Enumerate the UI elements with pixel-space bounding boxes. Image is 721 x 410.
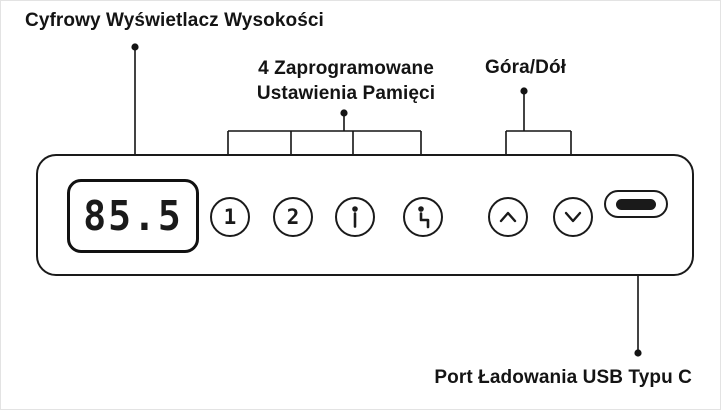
callout-dot-usb <box>634 349 642 357</box>
chevron-up-icon <box>499 211 517 223</box>
callout-dot-updown <box>520 87 528 95</box>
label-up-down: Góra/Dół <box>485 57 567 78</box>
lower-desk-button[interactable] <box>553 197 593 237</box>
height-display-value: 85.5 <box>83 192 183 240</box>
callout-dot-display <box>131 43 139 51</box>
usb-c-port-pin <box>616 198 656 210</box>
height-display: 85.5 <box>67 179 199 253</box>
preset-1-label: 1 <box>223 204 237 229</box>
callout-dot-memory <box>340 109 348 117</box>
memory-preset-1-button[interactable]: 1 <box>210 197 250 237</box>
label-memory-presets-line1: 4 Zaprogramowane <box>258 58 434 79</box>
usb-c-port[interactable] <box>604 190 668 218</box>
person-standing-icon <box>352 206 358 228</box>
memory-preset-stand-button[interactable] <box>335 197 375 237</box>
chevron-down-icon <box>564 211 582 223</box>
label-memory-presets: 4 Zaprogramowane Ustawienia Pamięci <box>236 57 456 106</box>
control-panel: 85.5 1 2 <box>36 154 694 276</box>
raise-desk-button[interactable] <box>488 197 528 237</box>
label-height-display: Cyfrowy Wyświetlacz Wysokości <box>25 10 324 31</box>
label-usb-port: Port Ładowania USB Typu C <box>434 367 692 388</box>
preset-2-label: 2 <box>286 204 300 229</box>
person-sitting-icon <box>418 206 430 229</box>
memory-preset-2-button[interactable]: 2 <box>273 197 313 237</box>
label-memory-presets-line2: Ustawienia Pamięci <box>256 82 436 104</box>
memory-preset-sit-button[interactable] <box>403 197 443 237</box>
